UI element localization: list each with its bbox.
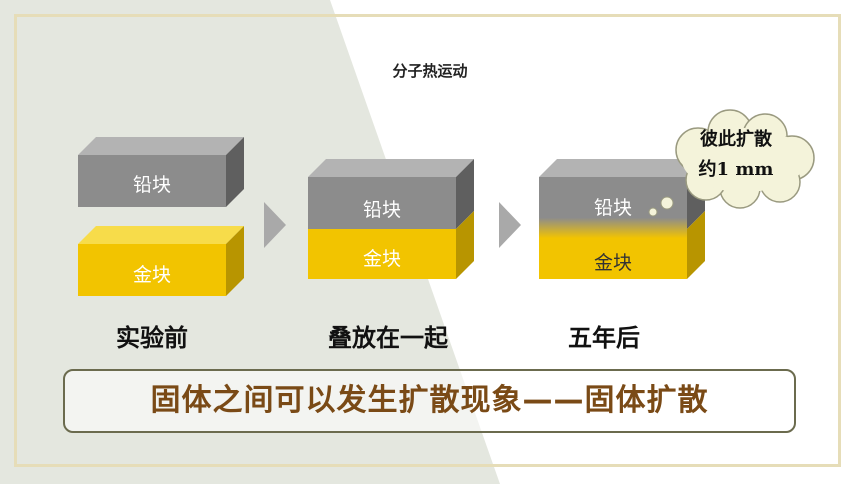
cloud-line2: 约1 mm xyxy=(698,159,774,180)
stage3-gold-label: 金块 xyxy=(593,252,632,274)
stage2-gold-label: 金块 xyxy=(362,248,401,270)
stage1-lead-label: 铅块 xyxy=(132,174,171,196)
stage1-caption: 实验前 xyxy=(116,324,188,352)
stage1-lead-block xyxy=(78,137,244,207)
stage1-gold-block xyxy=(78,226,244,296)
conclusion-banner: 固体之间可以发生扩散现象——固体扩散 xyxy=(63,369,796,433)
stage3-caption: 五年后 xyxy=(568,324,640,352)
arrow-right-icon xyxy=(264,202,286,248)
stage3-lead-label: 铅块 xyxy=(593,197,632,219)
stage2-stacked-block xyxy=(308,159,474,279)
conclusion-text: 固体之间可以发生扩散现象——固体扩散 xyxy=(150,383,709,418)
thought-cloud-icon xyxy=(648,109,815,217)
cloud-line1: 彼此扩散 xyxy=(700,129,772,150)
slide-frame xyxy=(14,14,841,467)
stage2-lead-label: 铅块 xyxy=(362,199,401,221)
slide-title: 分子热运动 xyxy=(392,62,468,80)
stage2-caption: 叠放在一起 xyxy=(328,324,448,352)
stage1-gold-label: 金块 xyxy=(132,264,171,286)
arrow-right-icon xyxy=(499,202,521,248)
